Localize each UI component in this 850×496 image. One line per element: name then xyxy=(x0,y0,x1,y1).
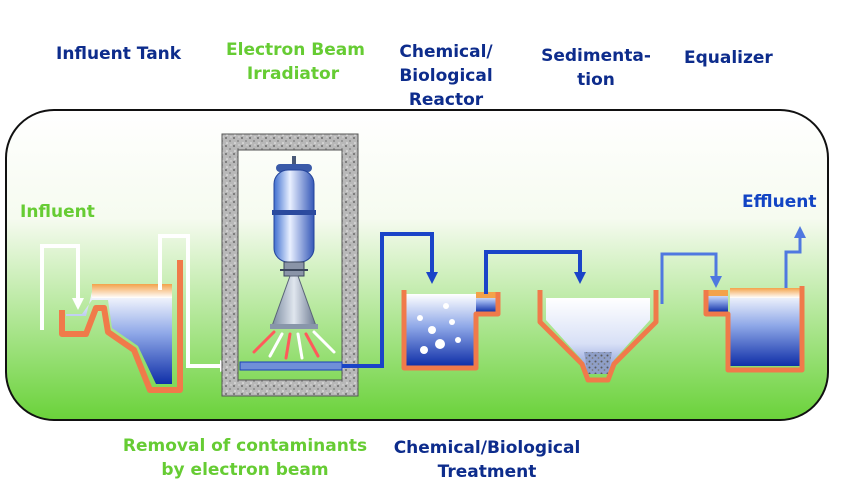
label-influent-tank: Influent Tank xyxy=(56,44,182,64)
label-reactor-line2: Biological xyxy=(399,66,493,86)
effluent-arrow xyxy=(794,226,806,238)
reactor-feed-arrow xyxy=(426,272,438,284)
label-sedimentation-line2: tion xyxy=(577,70,615,90)
label-reactor-line1: Chemical/ xyxy=(399,42,493,62)
electron-beam-rays xyxy=(252,330,336,360)
reactor-feed-pipe xyxy=(342,232,434,368)
caption-treatment-line2: Treatment xyxy=(437,462,537,482)
label-electron-beam-line2: Irradiator xyxy=(246,64,340,84)
sedimentation-tank xyxy=(537,290,659,383)
effluent-pipe xyxy=(784,236,802,288)
caption-chemical-biological-treatment: Chemical/Biological Treatment xyxy=(384,436,590,484)
electron-beam-accelerator xyxy=(270,156,318,329)
influent-tank xyxy=(59,260,183,393)
irradiation-channel xyxy=(239,361,343,371)
chemical-biological-reactor xyxy=(401,290,501,371)
label-reactor-line3: Reactor xyxy=(408,90,484,110)
label-equalizer: Equalizer xyxy=(684,48,773,68)
caption-removal-line2: by electron beam xyxy=(161,460,329,480)
caption-removal-line1: Removal of contaminants xyxy=(122,436,368,456)
process-background xyxy=(5,109,829,421)
influent-inlet-arrow xyxy=(72,298,84,310)
label-influent: Influent xyxy=(20,202,95,222)
caption-treatment-line1: Chemical/Biological xyxy=(393,438,581,458)
irradiator-shield-frame xyxy=(221,133,359,397)
equalizer-tank xyxy=(703,286,805,373)
label-sedimentation: Sedimenta- tion xyxy=(534,44,658,92)
label-chemical-biological-reactor: Chemical/ Biological Reactor xyxy=(384,40,508,112)
caption-removal-by-electron-beam: Removal of contaminants by electron beam xyxy=(122,434,368,482)
influent-inlet-pipe xyxy=(40,244,80,330)
reactor-bubbles xyxy=(417,303,461,354)
sedimentation-feed-pipe xyxy=(484,250,582,294)
sedimentation-feed-arrow xyxy=(574,272,586,284)
label-electron-beam-line1: Electron Beam xyxy=(226,40,365,60)
equalizer-feed-arrow xyxy=(710,276,722,288)
influent-outlet-pipe xyxy=(158,234,226,368)
label-electron-beam-irradiator: Electron Beam Irradiator xyxy=(226,38,365,86)
label-effluent: Effluent xyxy=(742,192,817,212)
label-sedimentation-line1: Sedimenta- xyxy=(541,46,651,66)
equalizer-feed-pipe xyxy=(660,252,718,304)
